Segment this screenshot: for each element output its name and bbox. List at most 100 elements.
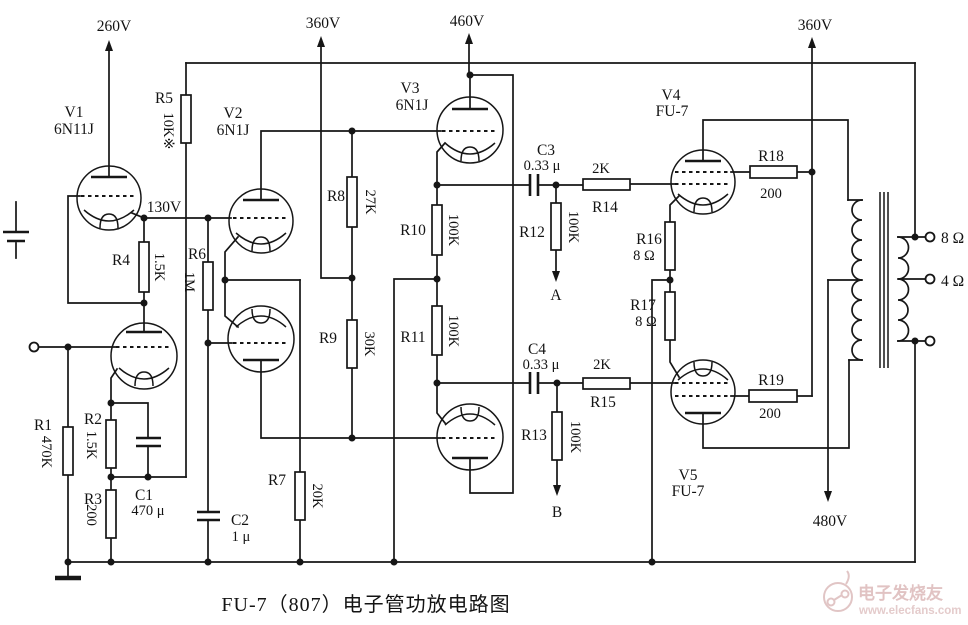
r17-body [664, 291, 676, 341]
r18-body [749, 165, 798, 179]
r6-value: 1M [181, 272, 197, 292]
output-terminal-common [924, 335, 936, 347]
r9-body [346, 319, 358, 369]
v5-cathode [677, 361, 729, 381]
tube-v2a [228, 188, 294, 254]
r13-value: 100K [567, 421, 583, 454]
r16-value: 8 Ω [633, 248, 655, 264]
c1-capacitor [136, 436, 161, 448]
v3a-cathode [444, 142, 496, 162]
r13-label: R13 [521, 427, 547, 444]
v5-model: FU-7 [672, 483, 705, 500]
watermark-site: www.elecfans.com [858, 605, 961, 617]
r9-value: 30K [361, 332, 377, 358]
arrow-360v-left-icon [317, 36, 325, 47]
c3-label: C3 [537, 142, 555, 159]
label-8ohm-tap: 8 Ω [941, 230, 964, 247]
c2-capacitor [197, 510, 220, 522]
r1-value: 470K [38, 436, 54, 469]
r12-body [550, 202, 562, 251]
r14-value: 2K [592, 161, 610, 177]
resistor-name-labels: R1 R2 R3 R4 R5 R6 R7 R8 R9 R10 R11 R12 R… [34, 90, 784, 508]
wires-v1-stage [67, 48, 916, 563]
label-360v-right: 360V [798, 17, 833, 34]
r10-body [431, 204, 443, 256]
v1-model: 6N11J [54, 121, 94, 138]
wires-v3-stage [393, 43, 677, 563]
tube-v1b [110, 322, 178, 390]
watermark-logo-dot2 [840, 589, 850, 599]
v4-plate-to-primary [702, 119, 849, 201]
watermark: 电子发烧友 www.elecfans.com [823, 570, 961, 617]
v2b-cathode [235, 308, 287, 328]
supply-labels: 260V 360V 460V 360V 480V 130V A B 8 Ω 4 … [97, 13, 964, 530]
primary-taps [827, 199, 863, 361]
arrow-460v-icon [465, 33, 473, 44]
v2a-cathode [235, 232, 287, 252]
v2b-plate-wire [260, 359, 442, 439]
r12-value: 100K [565, 211, 581, 244]
v4-grids [675, 171, 731, 185]
v3a-envelope [436, 96, 504, 164]
tube-v3b [436, 403, 504, 471]
v2b-envelope [227, 305, 295, 373]
r17-value: 8 Ω [635, 314, 657, 330]
r16-label: R16 [636, 231, 662, 248]
capacitor-labels: C1 470 μ C2 1 μ C3 0.33 μ C4 0.33 μ [131, 142, 560, 545]
label-test-a: A [550, 287, 562, 304]
r7-label: R7 [268, 472, 286, 489]
arrow-360v-right-icon [808, 37, 816, 48]
v1-grid-feedback-loop [67, 195, 145, 304]
edge-capacitor-plates [3, 230, 29, 243]
r8-label: R8 [327, 188, 345, 205]
label-360v-left: 360V [306, 15, 341, 32]
v1b-envelope [110, 322, 178, 390]
v3-model: 6N1J [396, 97, 429, 114]
r6-label: R6 [188, 246, 206, 263]
c4-value: 0.33 μ [523, 357, 560, 373]
c2-label: C2 [231, 512, 249, 529]
input-terminal [28, 341, 40, 353]
r15-body [582, 377, 631, 390]
r5-value: 10K※ [160, 112, 176, 149]
r19-body [748, 389, 798, 403]
v4-id: V4 [662, 87, 681, 104]
v3a-cathode-lead [436, 141, 447, 186]
r2-label: R2 [84, 411, 102, 428]
schematic-title: FU-7（807）电子管功放电路图 [221, 593, 510, 616]
v5-envelope [670, 359, 736, 425]
r7-value: 20K [309, 484, 325, 510]
r19-label: R19 [758, 372, 784, 389]
v3b-envelope [436, 403, 504, 471]
c1-value: 470 μ [131, 503, 164, 519]
c1-label: C1 [135, 487, 153, 504]
output-terminal-8ohm [924, 231, 936, 243]
output-transformer [827, 62, 926, 563]
r11-body [431, 305, 443, 356]
v2a-envelope [228, 188, 294, 254]
v1b-cathode-network [110, 367, 187, 563]
resistor-value-labels: 470K 1.5K 200 1.5K 10K※ 1M 20K 27K 30K 1… [38, 112, 782, 525]
c4-capacitor [528, 372, 540, 394]
r3-label: R3 [84, 491, 102, 508]
r4-label: R4 [112, 252, 130, 269]
r14-label: R14 [592, 199, 618, 216]
r15-label: R15 [590, 394, 616, 411]
v3-id: V3 [401, 80, 420, 97]
label-480v: 480V [813, 513, 848, 530]
arrow-test-a-icon [552, 271, 560, 282]
c2-value: 1 μ [232, 529, 251, 545]
v4-model: FU-7 [656, 103, 689, 120]
junction-dots [64, 71, 919, 566]
secondary-winding [897, 236, 910, 342]
watermark-brand: 电子发烧友 [858, 583, 943, 603]
v1-id: V1 [65, 104, 84, 121]
watermark-logo-dot1 [826, 597, 836, 607]
r13-body [551, 411, 563, 461]
tube-v1a [76, 165, 142, 231]
r4-body [138, 241, 150, 293]
c4-label: C4 [528, 341, 546, 358]
v4-cathode [677, 193, 729, 213]
